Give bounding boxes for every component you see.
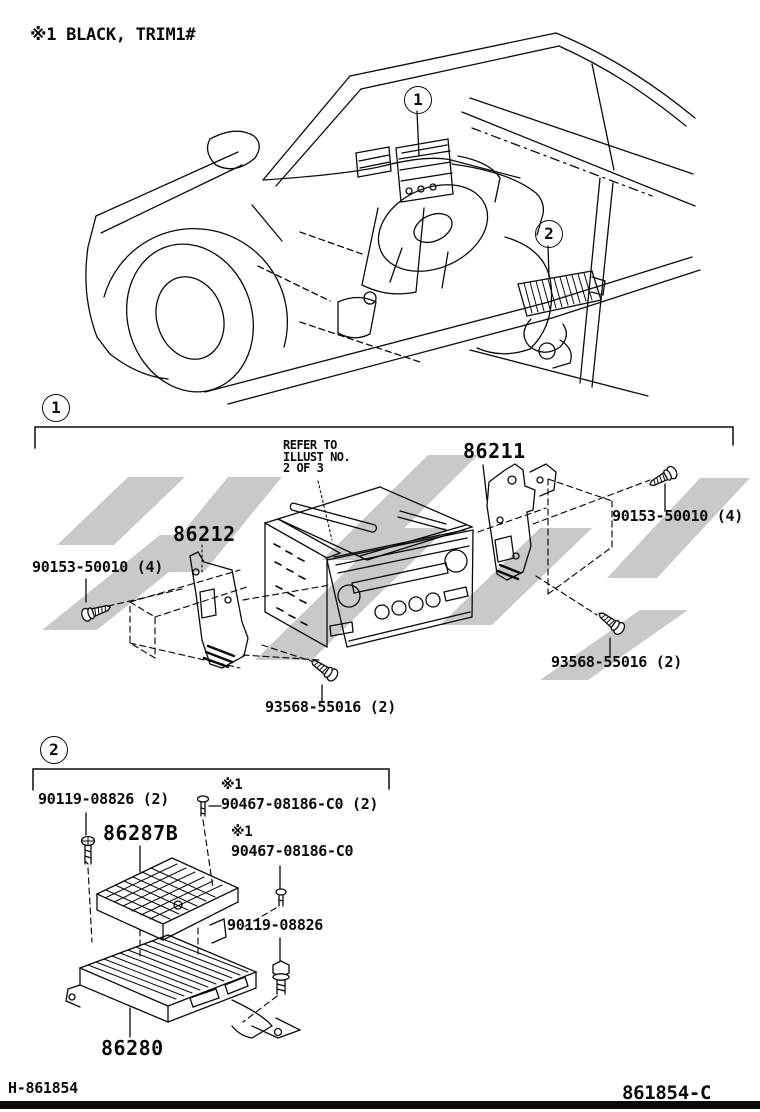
side-mirror <box>206 130 260 170</box>
screw-icon <box>81 604 112 622</box>
refer-note: REFER TO ILLUST NO. 2 OF 3 <box>283 438 351 475</box>
part-label-86212: 86212 <box>173 522 236 546</box>
amplifier-exploded-diagram <box>32 768 390 1039</box>
bracket-86212 <box>189 551 249 669</box>
part-label-90467-a: 90467-08186-C0 (2) <box>221 795 379 813</box>
part-label-90153-right: 90153-50010 (4) <box>612 507 743 525</box>
footer-doc-code: 861854-C <box>622 1082 712 1104</box>
screw-icon <box>649 465 678 487</box>
callout-1-leader <box>416 110 420 157</box>
radio-unit <box>276 486 474 648</box>
trim-note: ※1 BLACK, TRIM1# <box>30 25 196 45</box>
watermark <box>42 455 750 680</box>
part-label-90467-b: 90467-08186-C0 <box>231 842 354 860</box>
amp-in-car <box>517 270 606 369</box>
clip-icon <box>196 795 210 817</box>
bracket-86211 <box>486 463 557 581</box>
construction-lines <box>87 819 278 1023</box>
part-label-86211: 86211 <box>463 439 526 463</box>
part-label-90119-top: 90119-08826 (2) <box>38 790 169 808</box>
bottom-bar <box>0 1101 760 1109</box>
construction-lines <box>107 478 651 669</box>
screw-icon <box>598 612 626 635</box>
section-1-callout: 1 <box>42 394 70 422</box>
section-1-bracket <box>34 426 734 449</box>
car-callout-2: 2 <box>535 220 563 248</box>
car-callout-1: 1 <box>404 86 432 114</box>
clip-icon <box>275 888 287 907</box>
clip-note-a: ※1 <box>221 777 243 793</box>
screw-icon <box>80 835 96 865</box>
bolt-icon <box>272 960 290 995</box>
part-label-90119-bolt: 90119-08826 <box>227 916 324 934</box>
part-label-90153-left: 90153-50010 (4) <box>32 558 163 576</box>
refer-note-line2: ILLUST NO. <box>283 449 351 464</box>
part-label-93568-bottom: 93568-55016 (2) <box>265 698 396 716</box>
radio-in-dash <box>395 138 454 203</box>
refer-note-line1: REFER TO <box>283 438 337 452</box>
radio-sleeve <box>264 518 342 649</box>
radio-exploded-diagram <box>34 426 734 702</box>
section-2-callout: 2 <box>40 736 68 764</box>
refer-note-line3: 2 OF 3 <box>283 461 324 475</box>
part-label-86280: 86280 <box>101 1036 164 1060</box>
clip-note-b: ※1 <box>231 824 253 840</box>
screw-icon <box>310 659 339 682</box>
amp-unit-86280 <box>65 934 302 1039</box>
part-label-86287B: 86287B <box>103 821 179 845</box>
car-illustration <box>85 32 701 405</box>
steering-wheel <box>377 184 489 272</box>
part-label-93568-right: 93568-55016 (2) <box>551 653 682 671</box>
section-2-bracket <box>32 768 390 791</box>
footer-page-code: H-861854 <box>8 1079 78 1097</box>
amp-cover-86287B <box>95 857 240 944</box>
callout-2-leader <box>547 245 550 278</box>
